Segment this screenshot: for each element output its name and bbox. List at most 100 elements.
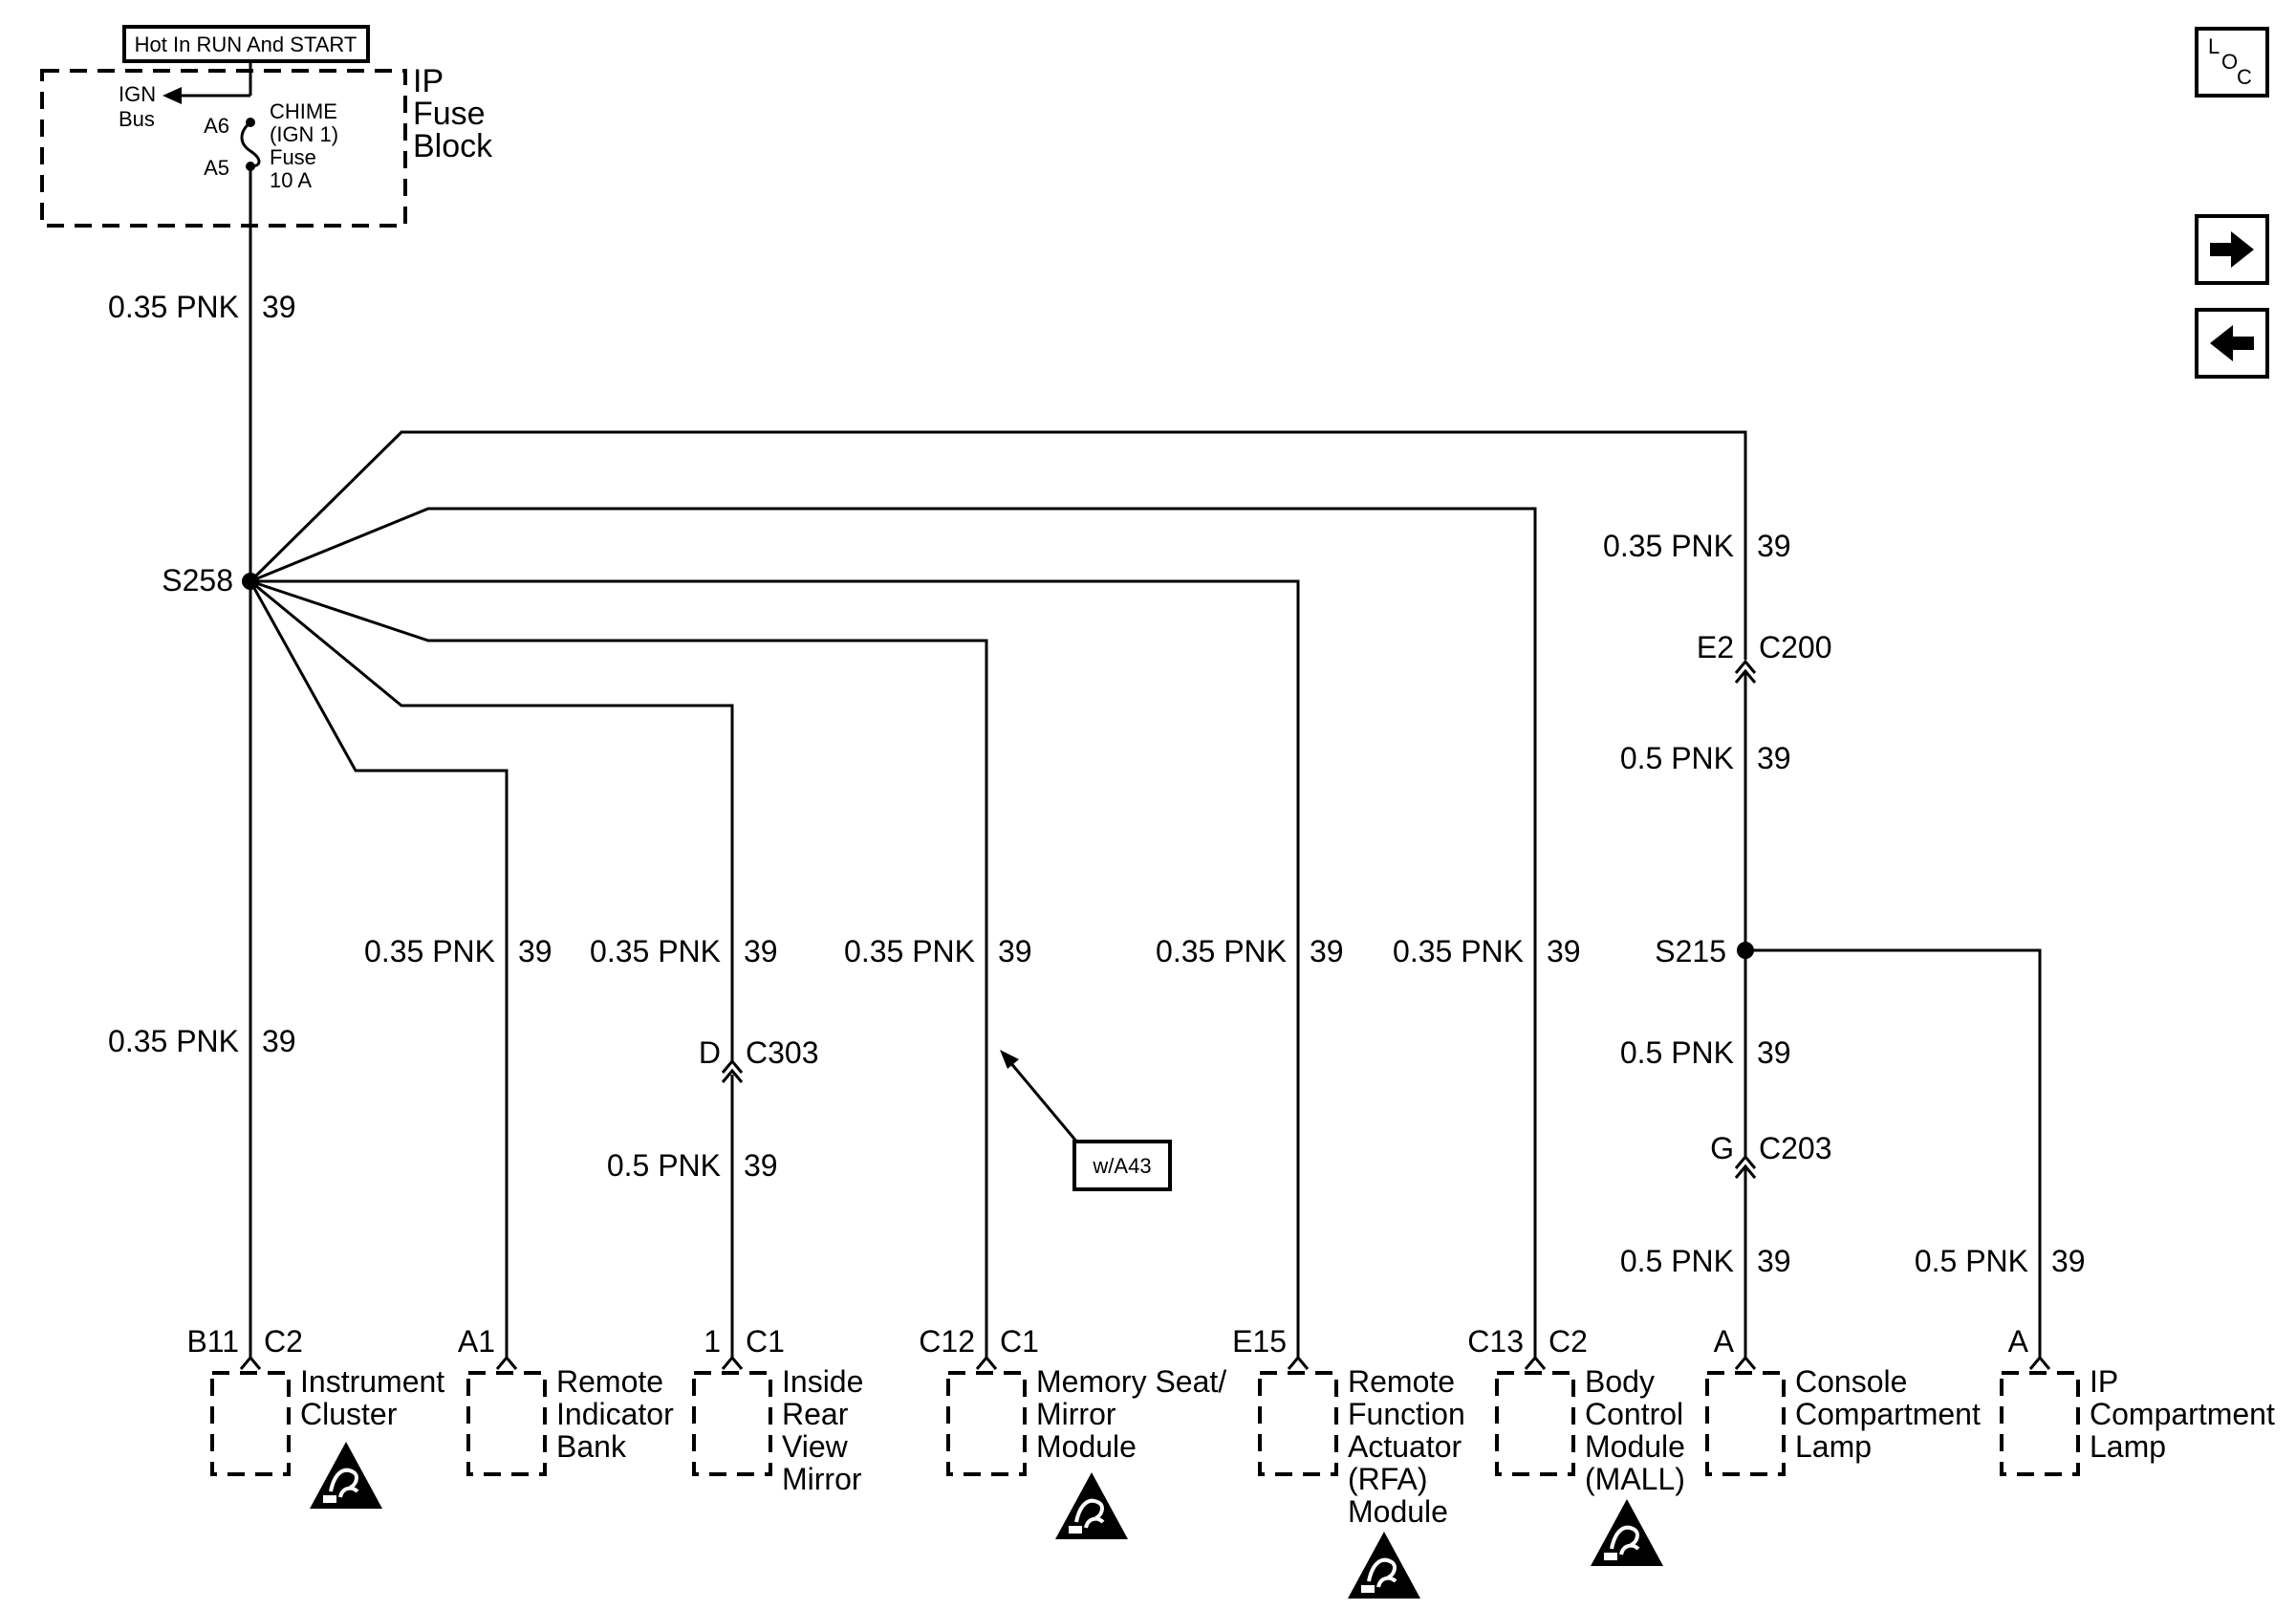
cluster-pin: B11 (186, 1324, 239, 1359)
branch-bcm (249, 507, 1537, 1358)
next-page-button[interactable] (2195, 214, 2269, 285)
right-top-wire-gauge: 0.35 PNK (1603, 529, 1734, 563)
cluster-name-1: Instrument (300, 1364, 444, 1399)
option-note-label: w/A43 (1092, 1154, 1151, 1178)
rfa-component-box (1258, 1371, 1338, 1476)
cluster-wire-gauge: 0.35 PNK (108, 1024, 239, 1058)
ip-lamp-wire-gauge: 0.5 PNK (1915, 1244, 2028, 1278)
main-feed-gauge: 0.35 PNK (108, 290, 239, 324)
svg-text:C: C (2237, 65, 2252, 89)
mirror-lower-wire-gauge: 0.5 PNK (607, 1148, 721, 1183)
memory-seat-connector: C1 (1000, 1324, 1039, 1359)
mirror-upper-wire-circuit: 39 (744, 934, 778, 968)
c203-pin: G (1710, 1131, 1734, 1165)
esd-warning-icon (1346, 1530, 1422, 1600)
c303-pin: D (699, 1035, 721, 1070)
ip-lamp-name-2: Compartment (2090, 1397, 2275, 1431)
memory-seat-pin: C12 (919, 1324, 975, 1359)
rfa-name-1: Remote (1348, 1364, 1455, 1399)
branch-memory-seat (249, 579, 988, 1358)
connector-c200-symbol (1734, 659, 1757, 684)
connector-c203-symbol (1734, 1154, 1757, 1179)
console-lower-wire-gauge: 0.5 PNK (1620, 1244, 1734, 1278)
power-label-box (122, 25, 370, 63)
right-mid-wire-gauge: 0.5 PNK (1620, 741, 1734, 775)
right-mid-wire-circuit: 39 (1757, 741, 1791, 775)
cluster-name-2: Cluster (300, 1397, 398, 1431)
bcm-pin: C13 (1467, 1324, 1524, 1359)
fuse-block-label-2: Fuse (413, 96, 486, 132)
bcm-component-box (1495, 1371, 1575, 1476)
bcm-wire-gauge: 0.35 PNK (1393, 934, 1524, 968)
cluster-component-box (210, 1371, 291, 1476)
ign-bus-arrow (162, 87, 182, 104)
branch-mirror (249, 579, 734, 1063)
fuse-rating: 10 A (270, 168, 312, 192)
rfa-pin: E15 (1232, 1324, 1287, 1359)
console-lamp-name-2: Compartment (1795, 1397, 1981, 1431)
mirror-name-4: Mirror (782, 1462, 862, 1496)
remote-indicator-wire-gauge: 0.35 PNK (364, 934, 495, 968)
branch-ip-lamp (1745, 948, 2042, 1358)
console-lower-wire-circuit: 39 (1757, 1244, 1791, 1278)
c303-name: C303 (746, 1035, 819, 1070)
right-arrow-icon (2210, 231, 2254, 268)
main-feed-circuit: 39 (262, 290, 296, 324)
option-note-arrow (1000, 1050, 1019, 1069)
cluster-wire-circuit: 39 (262, 1024, 296, 1058)
rfa-name-4: (RFA) (1348, 1462, 1428, 1496)
remote-indicator-name-1: Remote (556, 1364, 663, 1399)
bcm-name-3: Module (1585, 1429, 1685, 1464)
ip-lamp-wire-circuit: 39 (2051, 1244, 2086, 1278)
splice-s258-label: S258 (162, 563, 233, 598)
fuse-pin-a6: A6 (204, 114, 229, 138)
remote-indicator-wire-circuit: 39 (518, 934, 552, 968)
branch-rfa (250, 579, 1300, 1358)
branch-right-top (249, 430, 1747, 660)
mirror-pin: 1 (704, 1324, 721, 1359)
memory-seat-name-1: Memory Seat/ (1036, 1364, 1226, 1399)
ip-lamp-pin: A (2008, 1324, 2029, 1359)
ip-lamp-name-1: IP (2090, 1364, 2118, 1399)
power-label: Hot In RUN And START (135, 33, 357, 56)
esd-warning-icon (1053, 1470, 1130, 1541)
memory-seat-wire-circuit: 39 (998, 934, 1032, 968)
option-note-box (1072, 1140, 1172, 1191)
bus-label: Bus (119, 107, 155, 131)
remote-indicator-name-2: Indicator (556, 1397, 674, 1431)
c200-name: C200 (1759, 630, 1832, 664)
connector-c303-symbol (721, 1058, 744, 1083)
console-upper-wire-gauge: 0.5 PNK (1620, 1035, 1734, 1070)
memory-seat-name-2: Mirror (1036, 1397, 1116, 1431)
mirror-name-1: Inside (782, 1364, 863, 1399)
mirror-connector: C1 (746, 1324, 785, 1359)
splice-s215-dot (1737, 942, 1754, 959)
left-arrow-icon (2210, 325, 2254, 361)
ign-label: IGN (119, 82, 156, 106)
mirror-name-3: View (782, 1429, 849, 1464)
bcm-wire-circuit: 39 (1547, 934, 1581, 968)
rfa-wire-gauge: 0.35 PNK (1156, 934, 1287, 968)
bcm-connector: C2 (1549, 1324, 1588, 1359)
ip-lamp-component-box (2000, 1371, 2080, 1476)
bcm-name-4: (MALL) (1585, 1462, 1685, 1496)
fuse-block-label-1: IP (413, 63, 444, 99)
svg-text:O: O (2221, 50, 2238, 74)
right-top-wire-circuit: 39 (1757, 529, 1791, 563)
bcm-name-2: Control (1585, 1397, 1683, 1431)
previous-page-button[interactable] (2195, 308, 2269, 379)
fuse-block-label-3: Block (413, 128, 493, 164)
bcm-name-1: Body (1585, 1364, 1655, 1399)
rfa-name-5: Module (1348, 1494, 1448, 1529)
svg-text:L: L (2208, 34, 2220, 58)
memory-seat-wire-gauge: 0.35 PNK (844, 934, 975, 968)
fuse-pin-a5: A5 (204, 156, 229, 180)
remote-indicator-component-box (466, 1371, 547, 1476)
splice-s215-label: S215 (1655, 934, 1726, 968)
loc-button[interactable]: L O C (2195, 27, 2269, 98)
remote-indicator-name-3: Bank (556, 1429, 627, 1464)
esd-warning-icon (308, 1440, 384, 1511)
fuse-symbol (240, 120, 261, 168)
ip-fuse-block-outline (40, 69, 407, 228)
console-upper-wire-circuit: 39 (1757, 1035, 1791, 1070)
